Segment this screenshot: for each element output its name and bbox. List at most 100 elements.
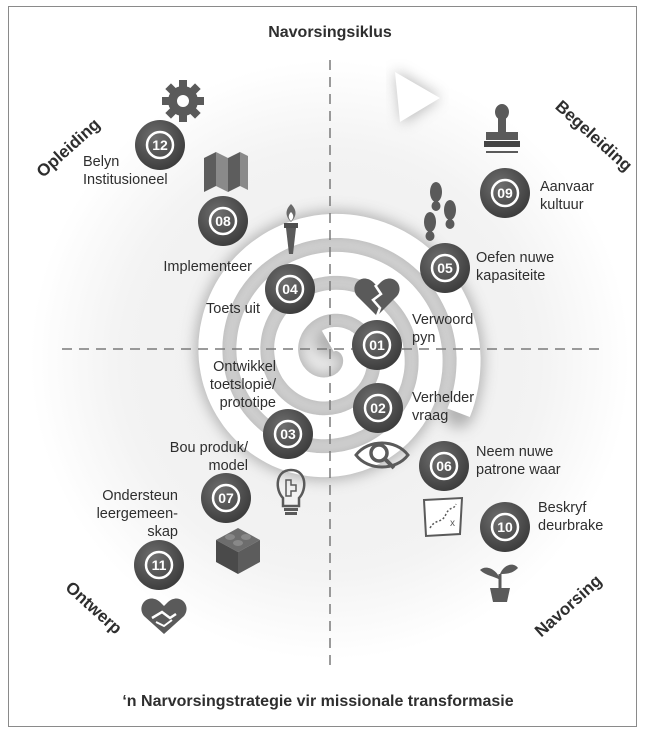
- step-label-line: leergemeen-: [97, 506, 179, 522]
- step-label-08: Implementeer: [163, 259, 252, 275]
- step-label-03: Ontwikkel toetslopie/prototipe: [210, 359, 277, 411]
- step-badge-07: 07: [201, 473, 251, 523]
- badge-disc: [201, 473, 251, 523]
- step-label-line: Oefen nuwe: [476, 250, 554, 266]
- step-number: 08: [215, 213, 231, 229]
- badge-disc: [420, 243, 470, 293]
- stamp-icon: [484, 104, 520, 153]
- step-label-line: Neem nuwe: [476, 444, 553, 460]
- torch-icon: [284, 204, 298, 254]
- badge-disc: [263, 409, 313, 459]
- bottom-title: ‘n Narvorsingstrategie vir missionale tr…: [122, 693, 513, 710]
- step-number: 01: [369, 337, 385, 353]
- step-label-04: Toets uit: [206, 301, 260, 317]
- badge-disc: [480, 168, 530, 218]
- step-label-line: Implementeer: [163, 259, 252, 275]
- step-badge-08: 08: [198, 196, 248, 246]
- step-label-line: Verhelder: [412, 390, 474, 406]
- badge-ring: [211, 483, 241, 513]
- step-badge-10: 10: [480, 502, 530, 552]
- badge-ring: [273, 419, 303, 449]
- step-number: 10: [497, 519, 513, 535]
- step-number: 06: [436, 458, 452, 474]
- spiral-band: [195, 70, 484, 481]
- step-label-07: Bou produk/model: [170, 440, 249, 474]
- top-title: Navorsingsiklus: [268, 24, 392, 41]
- badge-ring: [275, 274, 305, 304]
- step-label-line: Belyn: [83, 154, 119, 170]
- treasure-map-icon: x: [422, 496, 464, 538]
- badge-ring: [362, 330, 392, 360]
- step-badge-03: 03: [263, 409, 313, 459]
- step-label-06: Neem nuwe patrone waar: [476, 444, 561, 478]
- badge-disc: [198, 196, 248, 246]
- broken-heart-icon: [354, 278, 400, 317]
- badge-ring: [429, 451, 459, 481]
- step-badge-11: 11: [134, 540, 184, 590]
- step-number: 07: [218, 490, 234, 506]
- step-label-line: Aanvaar: [540, 179, 594, 195]
- badge-disc: [265, 264, 315, 314]
- svg-text:x: x: [450, 518, 455, 529]
- gear-icon: [162, 80, 204, 122]
- quadrant-label-bottom-right: Navorsing: [531, 571, 605, 641]
- step-badge-01: 01: [352, 320, 402, 370]
- badge-ring: [145, 130, 175, 160]
- badge-disc: [134, 540, 184, 590]
- step-number: 05: [437, 260, 453, 276]
- step-label-line: vraag: [412, 408, 448, 424]
- step-badge-05: 05: [420, 243, 470, 293]
- footprints-icon: [424, 182, 456, 241]
- step-label-line: pyn: [412, 330, 435, 346]
- step-label-02: Verhelder vraag: [412, 390, 474, 424]
- background-disc: [30, 60, 630, 660]
- handshake-heart-icon: [141, 598, 187, 634]
- step-badge-09: 09: [480, 168, 530, 218]
- badge-ring: [490, 512, 520, 542]
- step-badge-04: 04: [265, 264, 315, 314]
- step-label-line: kultuur: [540, 197, 584, 213]
- step-label-10: Beskryf deurbrake: [538, 500, 603, 534]
- folded-map-icon: [204, 152, 248, 192]
- step-label-01: Verwoord pyn: [412, 312, 473, 346]
- step-number: 11: [152, 557, 167, 573]
- step-number: 04: [282, 281, 298, 297]
- badge-disc: [480, 502, 530, 552]
- step-number: 03: [280, 426, 296, 442]
- step-label-line: Beskryf: [538, 500, 587, 516]
- step-label-05: Oefen nuwe kapasiteite: [476, 250, 554, 284]
- step-badge-12: 12: [135, 120, 185, 170]
- step-number: 12: [152, 137, 168, 153]
- step-label-line: Bou produk/: [170, 440, 249, 456]
- step-label-line: Ondersteun: [102, 488, 178, 504]
- quadrant-label-bottom-left: Ontwerp: [62, 578, 126, 638]
- step-label-line: prototipe: [220, 395, 276, 411]
- sprout-icon: [480, 564, 518, 602]
- badge-ring: [144, 550, 174, 580]
- step-label-line: Institusioneel: [83, 172, 168, 188]
- step-label-line: deurbrake: [538, 518, 603, 534]
- badge-disc: [419, 441, 469, 491]
- eye-magnifier-icon: [354, 441, 410, 470]
- step-label-line: Toets uit: [206, 301, 260, 317]
- step-label-09: Aanvaar kultuur: [540, 179, 594, 213]
- step-label-line: kapasiteite: [476, 268, 545, 284]
- lightbulb-puzzle-icon: [276, 468, 306, 515]
- step-label-line: patrone waar: [476, 462, 561, 478]
- step-badge-06: 06: [419, 441, 469, 491]
- badge-disc: [353, 383, 403, 433]
- badge-ring: [363, 393, 393, 423]
- step-label-line: toetslopie/: [210, 377, 277, 393]
- step-label-line: Verwoord: [412, 312, 473, 328]
- badge-disc: [352, 320, 402, 370]
- building-block-icon: [216, 528, 260, 574]
- spiral-arrowhead: [395, 72, 440, 122]
- quadrant-label-top-right: Begeleiding: [552, 97, 636, 176]
- step-label-line: Ontwikkel: [213, 359, 276, 375]
- step-number: 09: [497, 185, 513, 201]
